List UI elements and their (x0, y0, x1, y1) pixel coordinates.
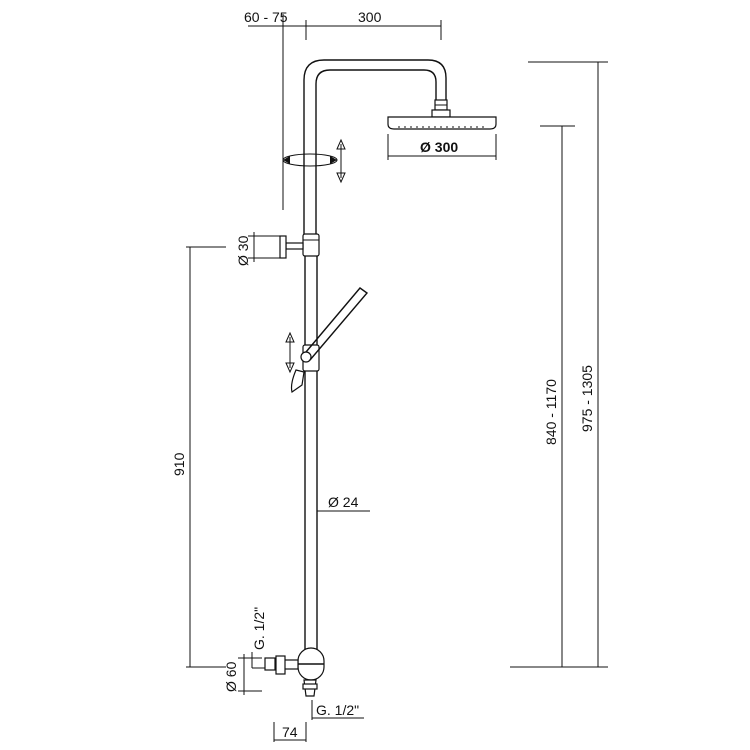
height-adjust-arrow-icon (336, 138, 346, 184)
inlet-diameter-label: Ø 60 (223, 661, 239, 692)
inlet-dimensions: Ø 60 G. 1/2" G. 1/2" 74 (223, 607, 364, 742)
inlet-depth-label: 74 (282, 724, 298, 740)
top-dimensions: 60 - 75 300 (244, 9, 442, 210)
head-diameter-dimension: Ø 300 (387, 134, 497, 160)
riser-pipe (279, 233, 369, 650)
height-dimension-outer: 975 - 1305 (510, 61, 608, 668)
pipe-diameter-label: Ø 24 (328, 494, 359, 510)
riser-height-label: 910 (171, 452, 187, 476)
knob-diameter-label: Ø 30 (235, 235, 251, 266)
height-dimension-inner: 840 - 1170 (540, 125, 575, 668)
slider-adjust-arrow-icon (285, 331, 295, 374)
riser-height-dimension: 910 (171, 246, 226, 668)
total-height-max-label: 975 - 1305 (579, 365, 595, 432)
total-height-min-label: 840 - 1170 (543, 379, 559, 445)
arm-offset-label: 60 - 75 (244, 9, 288, 25)
head-diameter-label: Ø 300 (420, 139, 458, 155)
knob-diameter-dimension: Ø 30 (235, 232, 282, 266)
outlet-thread-bottom-label: G. 1/2" (316, 702, 359, 718)
inlet-thread-top-label: G. 1/2" (251, 607, 267, 650)
shower-head (387, 116, 497, 130)
shower-arm (303, 59, 451, 235)
rotation-arrow-icon (282, 153, 338, 167)
pipe-diameter-dimension: Ø 24 (317, 494, 370, 512)
arm-length-label: 300 (358, 9, 382, 25)
mixer-valve (264, 647, 325, 697)
